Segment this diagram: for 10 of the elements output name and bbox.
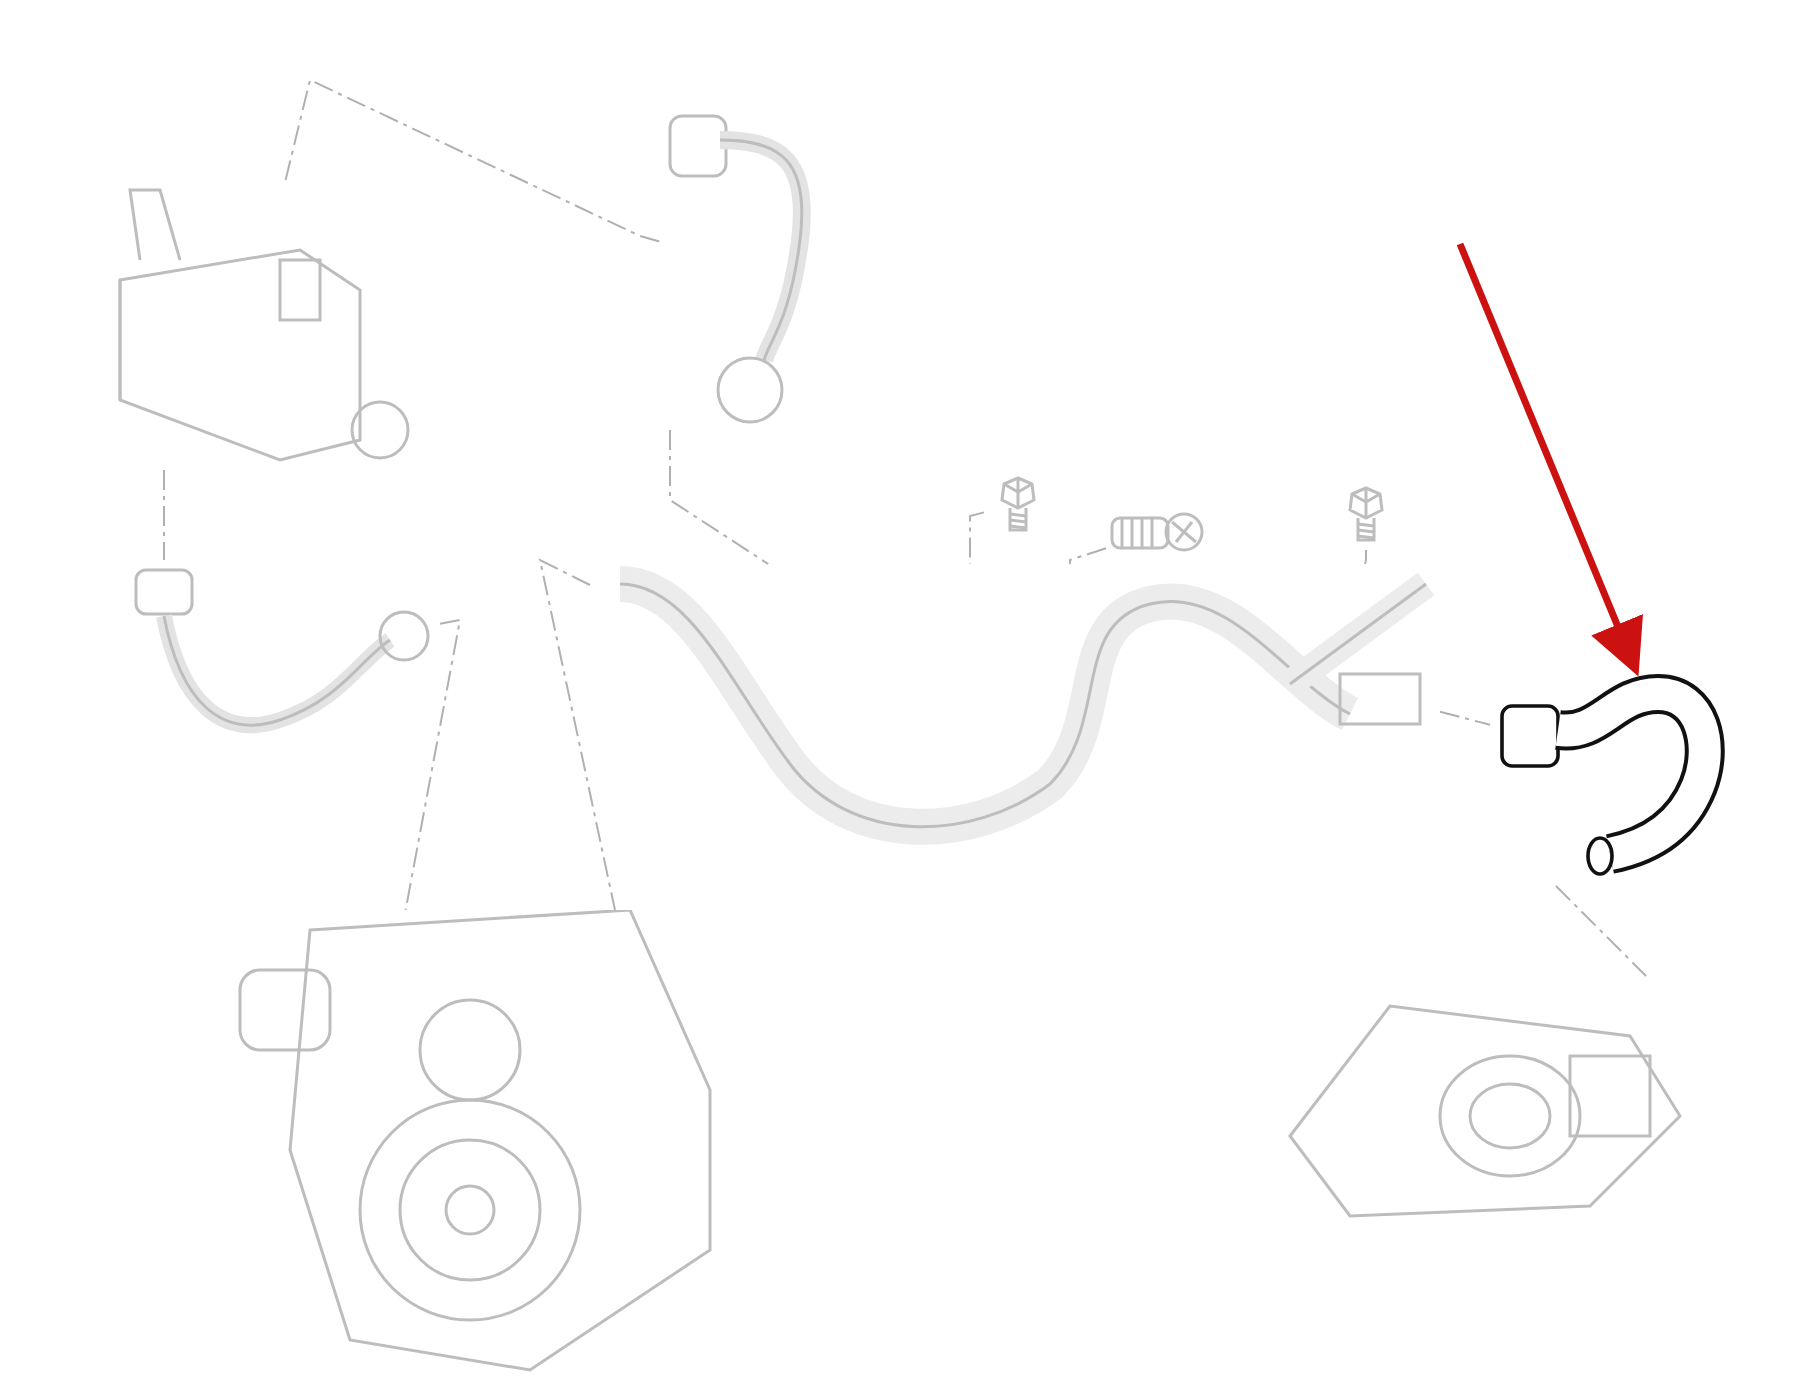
leader-line	[1069, 547, 1107, 565]
leader-line	[284, 78, 661, 243]
leader-line	[669, 429, 770, 565]
leader-line	[538, 558, 616, 911]
leader-line	[163, 469, 165, 561]
leader-line	[1364, 549, 1367, 565]
pointer-arrow	[1456, 242, 1643, 677]
leader-line	[404, 618, 462, 911]
leader-line	[1439, 710, 1491, 726]
leader-line	[1555, 885, 1647, 977]
